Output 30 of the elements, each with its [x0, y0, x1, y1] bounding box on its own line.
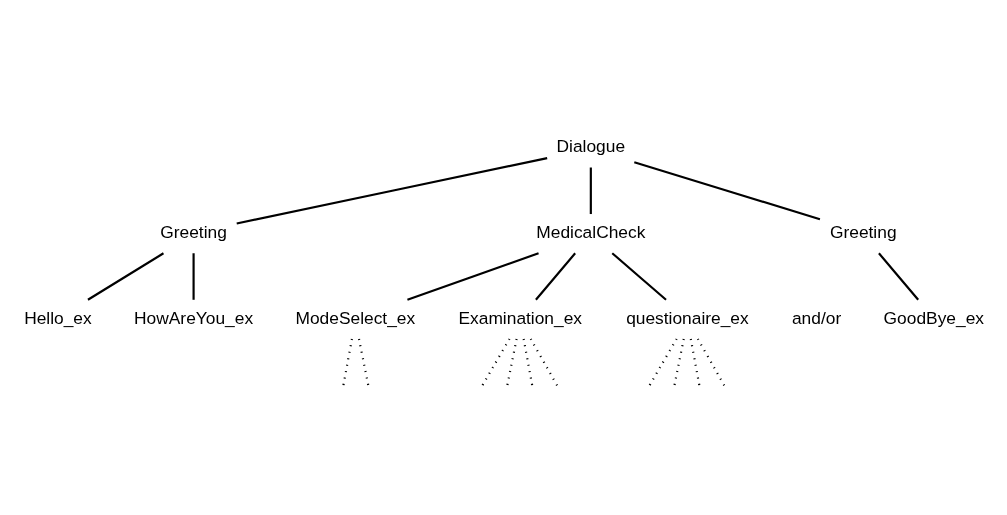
node-text: Hello_ex	[23, 307, 92, 328]
connector	[522, 338, 533, 386]
connector	[633, 161, 820, 221]
connector	[877, 252, 919, 301]
connector	[648, 338, 678, 387]
connector	[480, 338, 510, 387]
connector	[192, 253, 195, 300]
connector	[696, 338, 725, 387]
connector	[672, 338, 685, 386]
node-text: HowAreYou_ex	[133, 307, 253, 328]
connector	[534, 252, 576, 301]
connector	[341, 338, 353, 386]
connector	[505, 338, 518, 386]
connector	[86, 252, 164, 301]
node-text: Greeting	[829, 221, 897, 242]
connector	[406, 252, 539, 301]
connector	[236, 157, 547, 225]
connector	[589, 167, 592, 215]
node-text: MedicalCheck	[535, 221, 645, 242]
node-text: Dialogue	[556, 136, 625, 156]
connector	[611, 252, 667, 301]
connector	[689, 338, 700, 386]
connector	[357, 338, 369, 386]
connector	[529, 338, 558, 387]
node-text: Greeting	[159, 221, 227, 242]
node-text: Examination_ex	[458, 307, 582, 328]
node-text: ModeSelect_ex	[294, 307, 415, 328]
node-text: questionaire_ex	[625, 307, 749, 328]
label: and/or	[791, 307, 841, 328]
node-text: GoodBye_ex	[883, 307, 984, 328]
